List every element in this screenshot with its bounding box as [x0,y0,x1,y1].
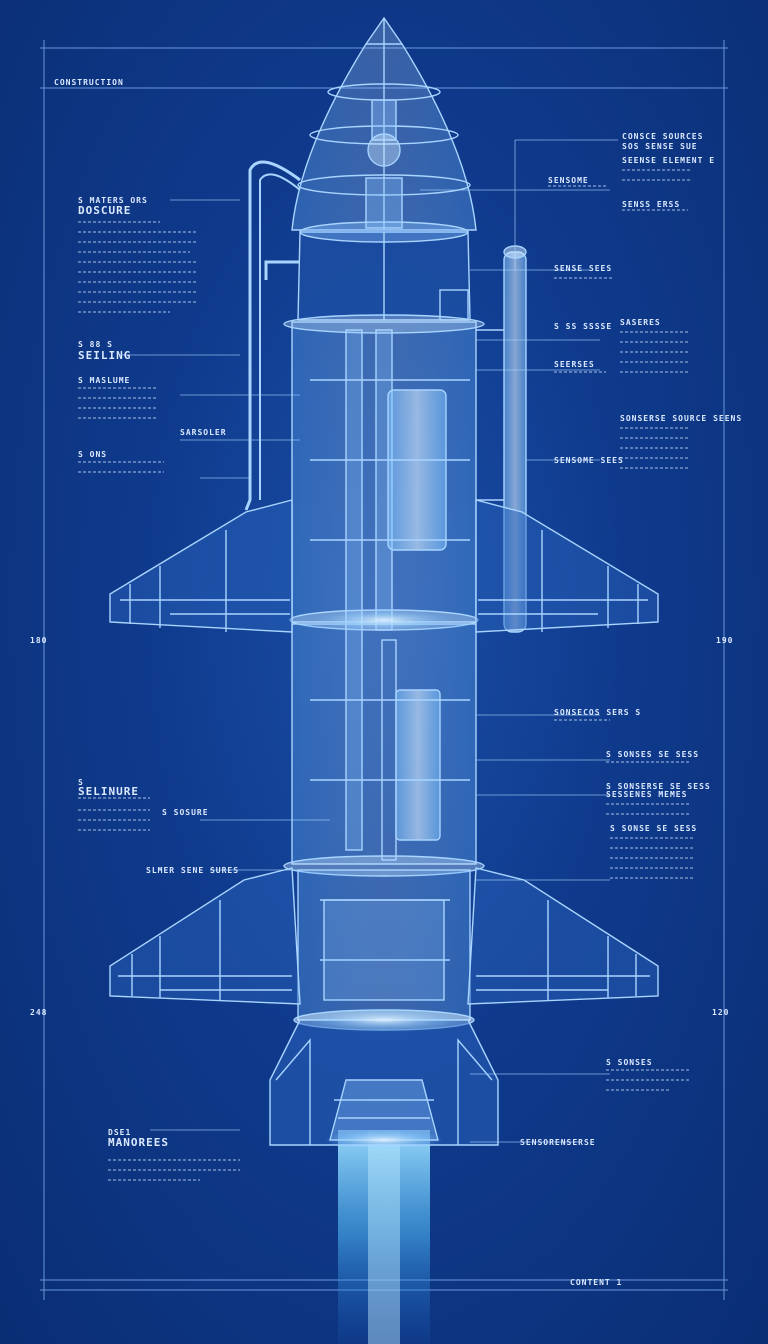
upper-right-wing [475,499,659,633]
fuel-tank [395,689,441,841]
right-label: SENSOME SEES [554,456,624,465]
right-label: SONSECOS SERS S [554,708,642,717]
right-label: SENSORENSERSE [520,1138,596,1147]
lower-left-wing [109,867,301,1005]
left-label: S MATERS ORS [78,196,148,205]
lower-body [291,623,477,865]
left-label: S 88 S [78,340,113,349]
aft-body [297,869,471,1021]
right-margin-mark-top: 190 [716,636,734,645]
sheet-number: CONTENT 1 [570,1278,623,1287]
left-feed-pipe [244,160,301,511]
left-label: S [78,778,84,787]
right-label: SASERES [620,318,661,327]
right-label: SONSERSE SOURCE SEENS [620,414,743,423]
right-label: S SONSES [606,1058,653,1067]
left-label-heading: MANOREES [108,1136,169,1149]
right-label: SEERSES [554,360,595,369]
left-label-heading: SELINURE [78,785,139,798]
left-label: DSE1 [108,1128,132,1137]
leader-lines [120,139,618,1143]
right-label: SEENSE ELEMENT E [622,156,716,165]
left-label: SARSOLER [180,428,227,437]
left-label: SLMER SENE SURES [146,866,240,875]
left-label: S MASLUME [78,376,131,385]
title-block: CONSTRUCTION [54,78,124,87]
right-label: SESSENES MEMES [606,790,688,799]
lower-right-wing [467,867,659,1005]
left-label-heading: DOSCURE [78,204,132,217]
left-margin-mark-top: 180 [30,636,48,645]
left-margin-mark-bottom: 248 [30,1008,48,1017]
right-label: SOS SENSE SUE [622,142,698,151]
engine-skirt [269,1019,499,1146]
right-label: S SONSE SE SESS [610,824,698,833]
left-label: S ONS [78,450,108,459]
right-label: SENSS ERSS [622,200,681,209]
right-label: CONSCE SOURCES [622,132,704,141]
upper-left-wing [109,499,293,633]
exhaust-plume [338,1130,430,1344]
right-label: S SS SSSSE [554,322,613,331]
left-label-heading: SEILING [78,349,132,362]
right-label: SENSOME [548,176,589,185]
right-label: S SONSES SE SESS [606,750,700,759]
right-margin-mark-bottom: 120 [712,1008,730,1017]
right-label: S SONSERSE SE SESS [606,782,711,791]
oxidizer-tank [387,389,447,551]
right-label: SENSE SEES [554,264,613,273]
left-label: S SOSURE [162,808,209,817]
